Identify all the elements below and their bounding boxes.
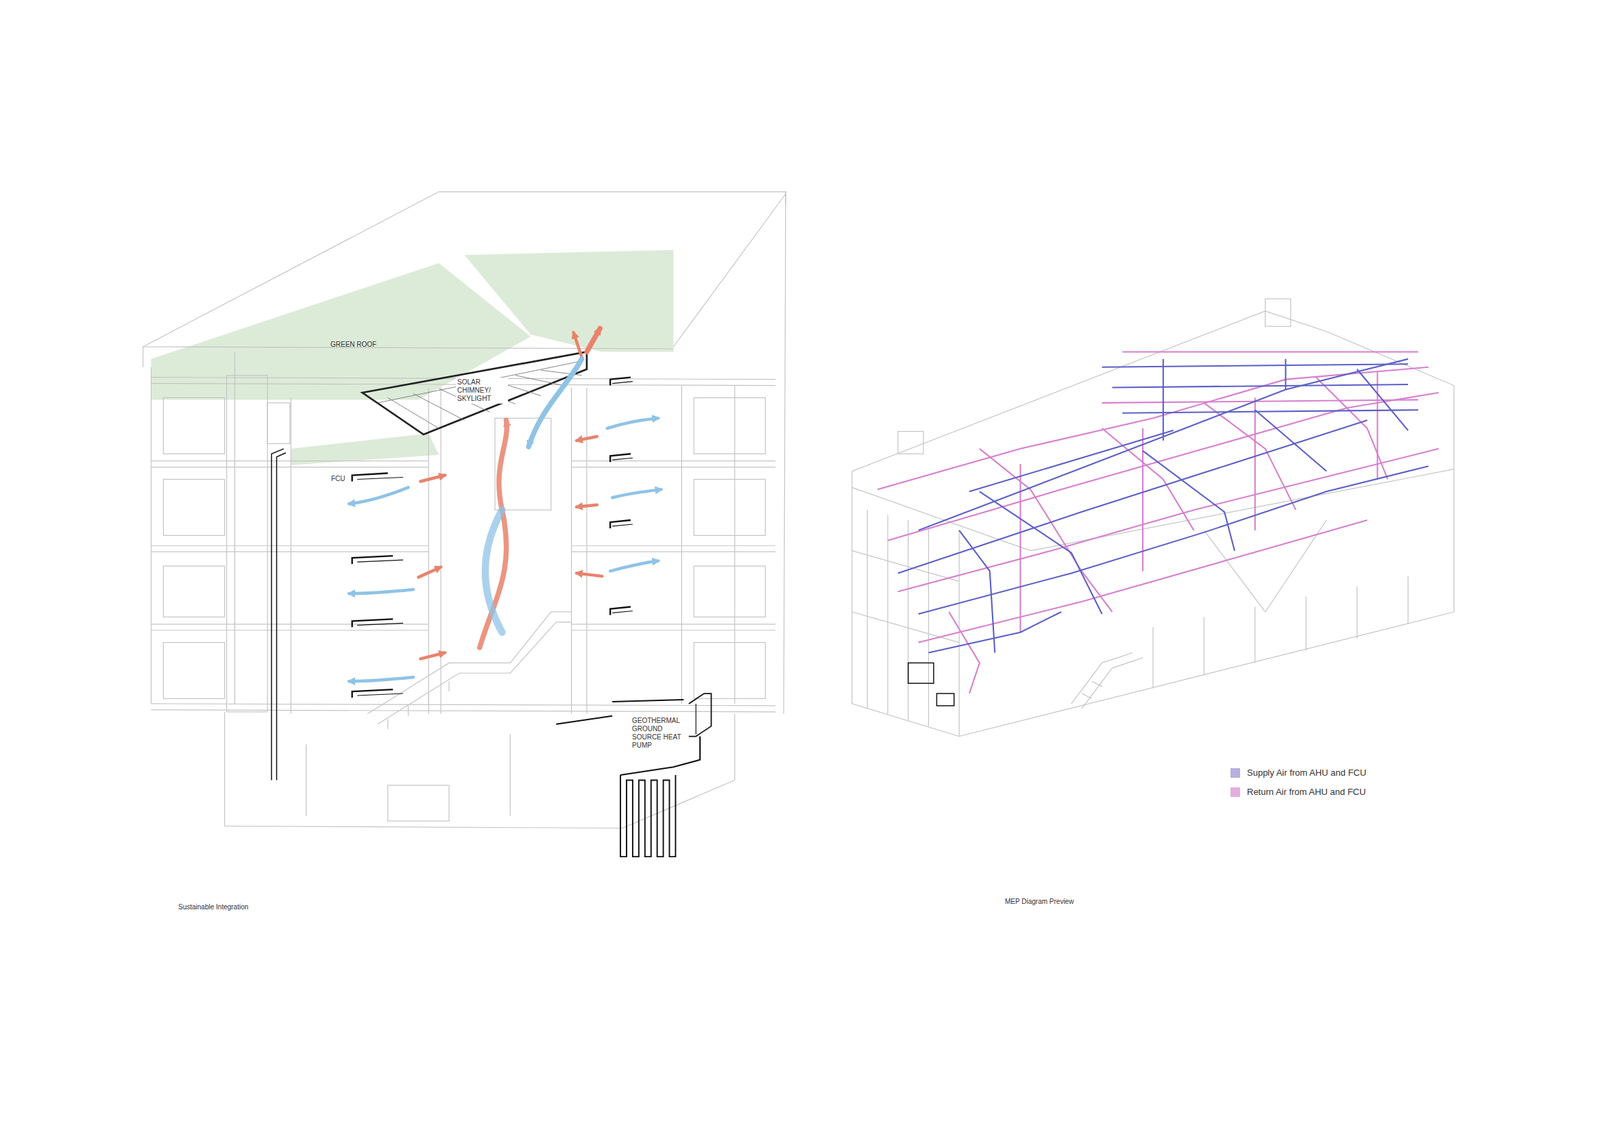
annotation-label: Sustainable Integration [178, 903, 249, 912]
annotation-label: MEP Diagram Preview [1004, 898, 1074, 907]
legend-row: Return Air from AHU and FCU [1230, 786, 1366, 798]
annotation-label: GEOTHERMAL GROUND SOURCE HEAT PUMP [632, 717, 690, 750]
return-ducts [877, 351, 1439, 694]
annotation-label: GREEN ROOF [330, 340, 377, 349]
geothermal-system [555, 693, 711, 857]
annotation-label: SOLAR CHIMNEY/ SKYLIGHT [455, 377, 508, 404]
airflow-arrows [348, 328, 661, 682]
building-section [143, 191, 787, 829]
annotation-label: FCU [331, 475, 346, 484]
legend-text: Return Air from AHU and FCU [1246, 786, 1366, 798]
mep-building [852, 298, 1454, 737]
legend-text: Supply Air from AHU and FCU [1246, 767, 1367, 779]
fcu-units [352, 377, 633, 698]
supply-ducts [898, 359, 1429, 654]
solar-chimney [362, 351, 587, 435]
legend-swatch [1230, 787, 1241, 798]
green-roof [150, 250, 674, 466]
legend-swatch [1230, 768, 1241, 779]
ahu-units [908, 662, 955, 707]
legend-row: Supply Air from AHU and FCU [1230, 767, 1367, 779]
riser-pipe [271, 449, 286, 781]
